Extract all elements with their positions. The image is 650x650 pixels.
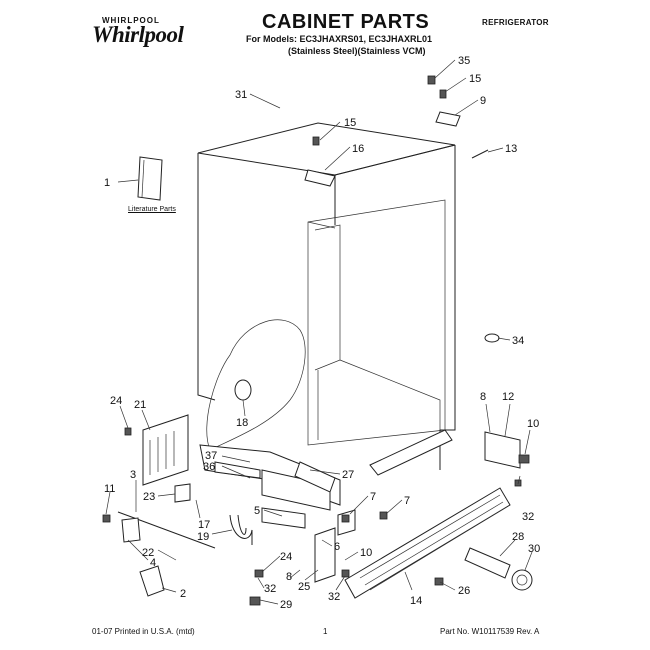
- callout: 1: [104, 177, 110, 189]
- logo-mark: WHIRLPOOL: [102, 16, 160, 25]
- pin-13: [471, 149, 489, 159]
- mounting-bracket-21: [142, 414, 189, 486]
- hinge-bracket-12: [484, 431, 521, 469]
- drain-plug: [234, 379, 252, 401]
- plug-34: [484, 333, 500, 343]
- callout: 5: [254, 505, 260, 517]
- roller-4: [121, 517, 141, 543]
- drain-trough: [214, 461, 261, 479]
- callout: 13: [505, 143, 517, 155]
- callout: 29: [280, 599, 292, 611]
- callout: 32: [522, 511, 534, 523]
- callout: 28: [512, 531, 524, 543]
- callout: 37: [205, 450, 217, 462]
- category-label: REFRIGERATOR: [482, 18, 549, 27]
- callout: 7: [404, 495, 410, 507]
- heater-27: [294, 461, 336, 493]
- callout: 17: [198, 519, 210, 531]
- bracket-25: [314, 527, 336, 583]
- cabinet-top: [197, 122, 456, 176]
- roller-2: [139, 565, 165, 597]
- front-rail: [369, 429, 453, 476]
- callout: 22: [142, 547, 154, 559]
- drain-tube-19: [229, 514, 253, 545]
- callouts: 35 15 9 31 15 16 13 1 34 18 24 21 8 12 1…: [104, 55, 540, 611]
- nut-29: [249, 596, 261, 606]
- callout: 32: [328, 591, 340, 603]
- cabinet-opening: [307, 199, 446, 446]
- screw-7a: [341, 514, 350, 523]
- screw-11: [102, 514, 111, 523]
- callout: 30: [528, 543, 540, 555]
- callout: 11: [104, 483, 115, 495]
- models-line: For Models: EC3JHAXRS01, EC3JHAXRL01: [246, 34, 433, 44]
- leader-lines: [105, 59, 533, 605]
- screw-24-left: [124, 427, 132, 436]
- insulation-cutaway: [206, 319, 306, 451]
- callout: 14: [410, 595, 422, 607]
- logo-text: Whirlpool: [92, 22, 184, 47]
- screw-15-right: [439, 89, 447, 99]
- caster-30: [511, 569, 533, 591]
- callout: 26: [458, 585, 470, 597]
- toe-grille-14: [344, 487, 511, 599]
- callout: 27: [342, 469, 354, 481]
- screw-35: [427, 75, 436, 85]
- callout: 15: [344, 117, 356, 129]
- bracket-9: [435, 111, 461, 127]
- callout: 3: [130, 469, 136, 481]
- callout: 36: [203, 461, 215, 473]
- models-finish: (Stainless Steel)(Stainless VCM): [288, 46, 426, 56]
- screw-7b: [379, 511, 388, 520]
- screw-26: [434, 577, 444, 586]
- cabinet-left-edge: [197, 153, 216, 401]
- callout: 24: [280, 551, 292, 563]
- callout: 9: [480, 95, 486, 107]
- callout: 23: [143, 491, 155, 503]
- callout: 21: [134, 399, 146, 411]
- callout: 35: [458, 55, 470, 67]
- screw-10-right: [518, 454, 530, 464]
- callout: 32: [264, 583, 276, 595]
- literature-parts-label: Literature Parts: [128, 206, 176, 213]
- callout: 8: [286, 571, 292, 583]
- panel-5: [261, 507, 306, 529]
- callout: 7: [370, 491, 376, 503]
- callout: 34: [512, 335, 524, 347]
- callout: 10: [360, 547, 372, 559]
- hinge-16: [304, 169, 336, 187]
- footer-page-number: 1: [323, 627, 328, 636]
- leg-28: [464, 547, 511, 579]
- callout: 18: [236, 417, 248, 429]
- clip-23: [174, 483, 191, 503]
- literature-booklet: [137, 156, 163, 201]
- callout: 2: [180, 588, 186, 600]
- callout: 25: [298, 581, 310, 593]
- cabinet-right-edge: [439, 145, 456, 470]
- callout: 10: [527, 418, 539, 430]
- bracket-vents: [149, 431, 175, 475]
- base-compartment: [199, 379, 341, 511]
- callout: 4: [150, 557, 156, 569]
- screw-32-center: [341, 569, 350, 578]
- whirlpool-logo: WHIRLPOOL Whirlpool: [92, 16, 200, 50]
- grille-slats: [359, 494, 506, 591]
- page-title: CABINET PARTS: [262, 11, 430, 33]
- callout: 19: [197, 531, 209, 543]
- footer-part-number: Part No. W10117539 Rev. A: [440, 627, 540, 636]
- screw-15-top: [312, 136, 320, 146]
- callout: 6: [334, 541, 340, 553]
- callout: 8: [480, 391, 486, 403]
- footer-printed: 01-07 Printed in U.S.A. (mtd): [92, 627, 195, 636]
- callout: 16: [352, 143, 364, 155]
- screw-24-bottom: [254, 569, 264, 578]
- cabinet-shell: [197, 122, 456, 476]
- callout: 15: [469, 73, 481, 85]
- callout: 12: [502, 391, 514, 403]
- callout: 24: [110, 395, 122, 407]
- callout: 31: [235, 89, 247, 101]
